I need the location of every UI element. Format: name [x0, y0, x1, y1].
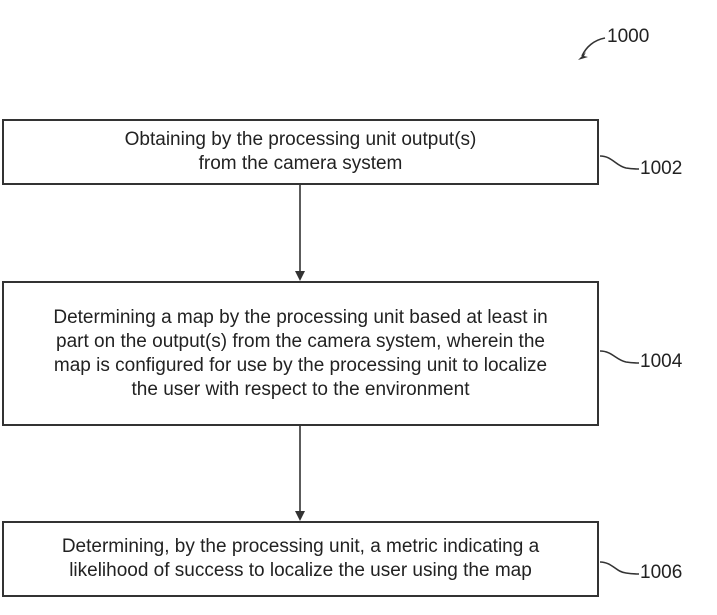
step-text-determine-map: Determining a map by the processing unit… — [53, 306, 548, 400]
step-box-obtain-output: Obtaining by the processing unit output(… — [2, 119, 599, 185]
ref-leader-1006 — [599, 561, 640, 575]
step-ref-label-1004: 1004 — [640, 351, 683, 372]
step-text-determine-metric: Determining, by the processing unit, a m… — [61, 536, 540, 581]
step-text-obtain-output: Obtaining by the processing unit output(… — [124, 129, 477, 174]
step-box-determine-map: Determining a map by the processing unit… — [2, 281, 599, 426]
ref-leader-1002 — [599, 155, 640, 170]
figure-ref-arrow — [578, 37, 606, 60]
step-box-determine-metric: Determining, by the processing unit, a m… — [2, 521, 599, 597]
step-ref-label-1006: 1006 — [640, 562, 683, 583]
figure-ref-label: 1000 — [607, 26, 650, 47]
step-ref-label-1002: 1002 — [640, 158, 683, 179]
ref-leader-1004 — [599, 350, 640, 364]
